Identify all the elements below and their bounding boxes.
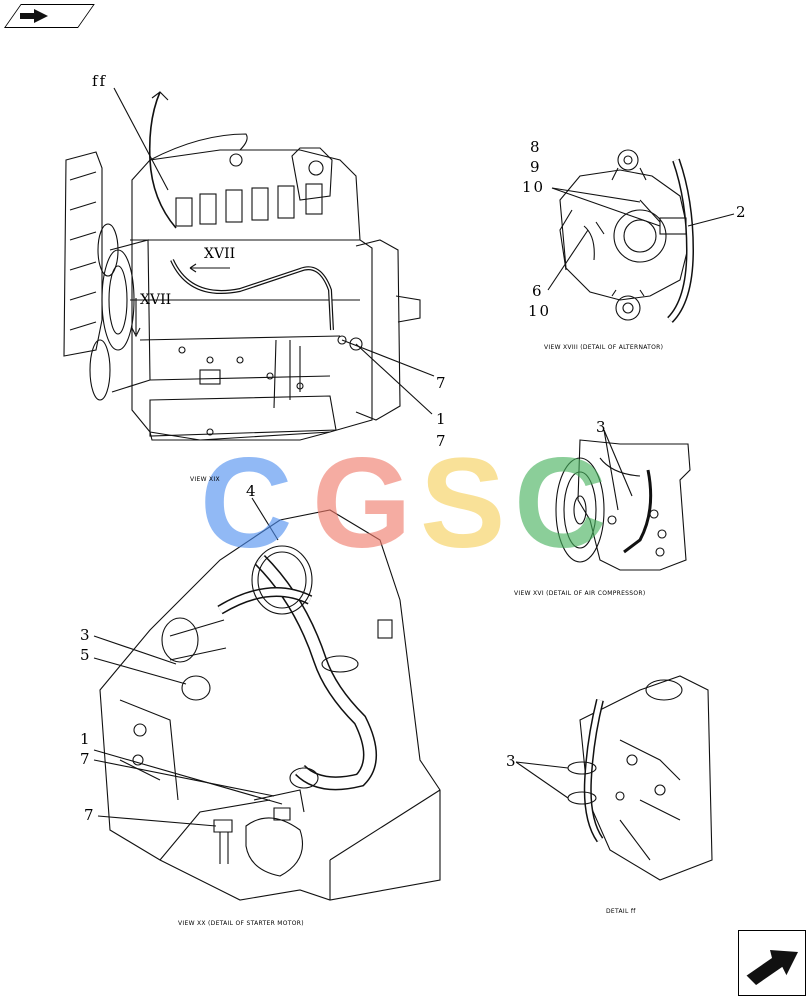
caption-starter-motor: VIEW XX (DETAIL OF STARTER MOTOR) bbox=[178, 920, 304, 927]
watermark-letter: C bbox=[200, 432, 293, 575]
callout-7: 7 bbox=[436, 432, 448, 450]
watermark-letter: C bbox=[514, 432, 607, 575]
callout-10: 10 bbox=[522, 178, 546, 196]
callout-1: 1 bbox=[436, 410, 448, 428]
caption-detail-ff: DETAIL ff bbox=[606, 908, 636, 915]
arrow-right-icon bbox=[745, 950, 798, 987]
callout-3: 3 bbox=[80, 626, 92, 644]
callout-4: 4 bbox=[246, 482, 258, 500]
view-marker: XVII bbox=[204, 246, 236, 262]
callout-3: 3 bbox=[596, 418, 608, 436]
watermark-letter: S bbox=[420, 432, 506, 575]
arrow-right-icon bbox=[20, 9, 48, 23]
caption-alternator: VIEW XVIII (DETAIL OF ALTERNATOR) bbox=[544, 344, 664, 351]
callout-3: 3 bbox=[506, 752, 518, 770]
view-marker: XVII bbox=[140, 292, 172, 308]
callout-5: 5 bbox=[80, 646, 92, 664]
callout-1: 1 bbox=[80, 730, 92, 748]
watermark-letter: G bbox=[312, 432, 412, 575]
callout-8: 8 bbox=[530, 138, 542, 156]
callout-7: 7 bbox=[80, 750, 92, 768]
callout-6: 6 bbox=[532, 282, 544, 300]
callout-7: 7 bbox=[84, 806, 96, 824]
caption-main-view: VIEW XIX bbox=[190, 476, 220, 483]
callout-ff: ff bbox=[92, 72, 108, 90]
caption-air-compressor: VIEW XVI (DETAIL OF AIR COMPRESSOR) bbox=[514, 590, 646, 597]
callout-7: 7 bbox=[436, 374, 448, 392]
callout-2: 2 bbox=[736, 203, 748, 221]
callout-10: 10 bbox=[528, 302, 552, 320]
callout-9: 9 bbox=[530, 158, 542, 176]
